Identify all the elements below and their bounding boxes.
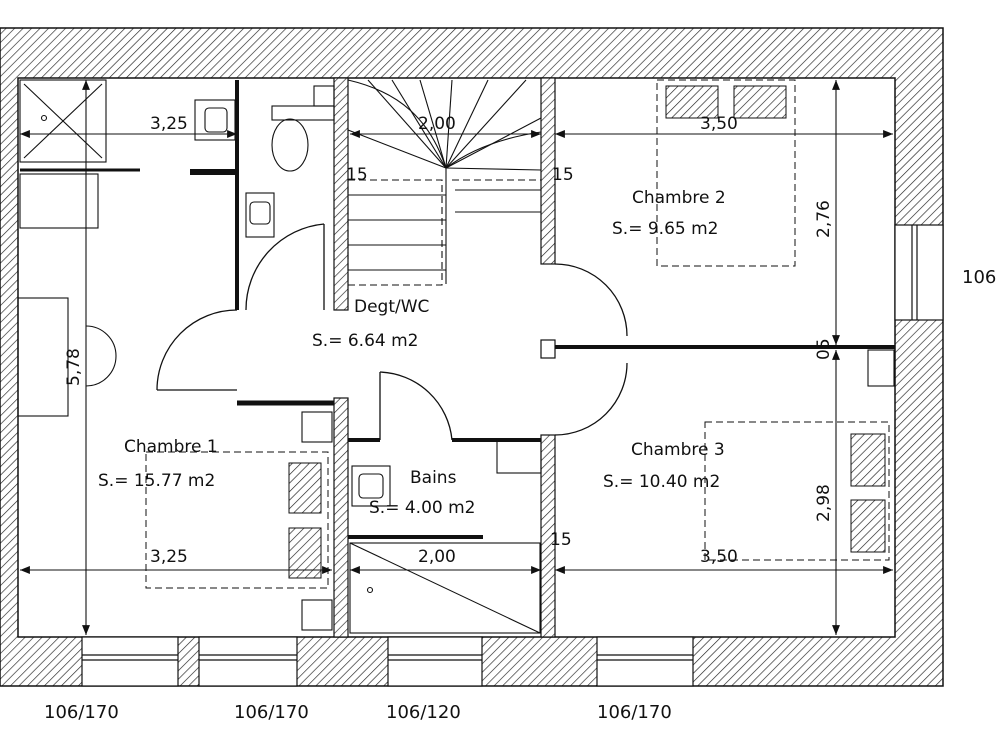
bottom-windows [81,636,694,687]
window-label-3: 106/120 [386,702,461,723]
degt-area: S.= 6.64 m2 [312,331,418,351]
dim-top-right: 3,50 [700,114,738,134]
beds [145,79,890,589]
chambre3-name: Chambre 3 [631,440,725,460]
chambre3-area: S.= 10.40 m2 [603,472,720,492]
window-label-1: 106/170 [44,702,119,723]
dim-bottom-mid: 2,00 [418,547,456,567]
dim-partition-right: 05 [814,338,834,360]
dim-top-mid: 2,00 [418,114,456,134]
chambre2-name: Chambre 2 [632,188,726,208]
dim-bottom-right: 3,50 [700,547,738,567]
dim-right-lower: 2,98 [814,484,834,522]
dim-top-left: 3,25 [150,114,188,134]
window-label-right: 106 [962,267,996,288]
chambre1-area: S.= 15.77 m2 [98,471,215,491]
right-window [894,224,944,321]
window-label-2: 106/170 [234,702,309,723]
dim-wall-lower-right: 15 [550,530,572,550]
interior-walls [333,77,556,638]
dim-wall-upper-mid: 15 [346,165,368,185]
dim-wall-upper-right: 15 [552,165,574,185]
chambre1-name: Chambre 1 [124,437,218,457]
outer-walls [0,27,944,687]
door-swings [156,223,628,441]
window-label-4: 106/170 [597,702,672,723]
bains-area: S.= 4.00 m2 [369,498,475,518]
degt-name: Degt/WC [354,297,429,317]
dim-left-height: 5,78 [64,348,84,386]
dimension-lines [20,80,893,635]
dim-bottom-left: 3,25 [150,547,188,567]
dim-right-upper: 2,76 [814,200,834,238]
bains-name: Bains [410,468,457,488]
partitions [190,80,895,539]
staircase [347,79,542,286]
chambre2-area: S.= 9.65 m2 [612,219,718,239]
